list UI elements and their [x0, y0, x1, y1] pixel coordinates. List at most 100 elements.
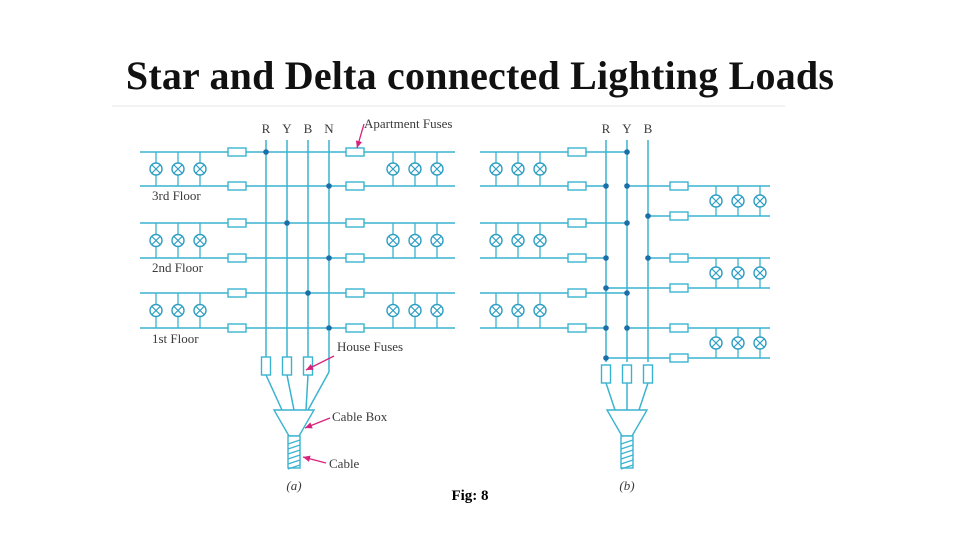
lamp-icon [149, 303, 163, 318]
lamp-cross [491, 236, 501, 245]
floor-1-right-fuse-phase [345, 288, 365, 298]
lamp-cross [388, 164, 398, 174]
floor-1-left-fuse-phase [227, 288, 247, 298]
lamp-cross [410, 236, 420, 245]
lamp-cross [195, 306, 205, 315]
feed-to-cable-y [286, 374, 295, 411]
lamp-cross [195, 236, 205, 245]
cable-box-label: Cable Box [332, 409, 388, 424]
lamp-cross [755, 338, 765, 348]
neutral-to-cable [307, 371, 330, 411]
lamp-icon [709, 266, 723, 280]
lamp-cross [410, 164, 420, 174]
lamp-icon [533, 162, 547, 176]
phase-label-y-b: Y [622, 121, 632, 136]
cable-hatch [620, 439, 634, 445]
delta-left-floor-2-bottom-junction [603, 255, 609, 261]
phase-label-b-a: B [304, 121, 313, 136]
lamp-cross [733, 338, 743, 348]
lamp-cross [491, 164, 501, 174]
lamp-cross [711, 268, 721, 278]
lamp-cross [173, 236, 183, 245]
lamp-icon [753, 266, 767, 280]
cable-hatch [287, 459, 301, 465]
lamp-cross [755, 268, 765, 278]
lamp-icon [171, 303, 185, 318]
floor-2-left-fuse-phase [227, 218, 247, 228]
lamp-icon [149, 233, 163, 248]
lamp-icon [489, 303, 503, 318]
delta-left-floor-1-bottom-junction [603, 325, 609, 331]
lamp-cross [151, 236, 161, 245]
delta-left-floor-1-top-junction [624, 290, 630, 296]
delta-right-group-2-lamps [709, 258, 767, 288]
delta-right-group-2-bottom-junction [603, 285, 609, 291]
lamp-cross [733, 268, 743, 278]
cable-hatch [287, 464, 301, 470]
delta-left-floor-3-lamps [489, 152, 547, 186]
lamp-cross [491, 306, 501, 315]
cable-hatch [287, 439, 301, 445]
floor-2-neutral-junction [326, 255, 332, 261]
lamp-icon [171, 233, 185, 248]
house-fuses-label: House Fuses [337, 339, 403, 354]
phase-label-y-a: Y [282, 121, 292, 136]
pointer-head [305, 422, 313, 429]
lamp-cross [173, 164, 183, 174]
floor-3-right-fuse-neutral [345, 181, 365, 191]
house-fuses-pointer [305, 355, 335, 371]
cable-pointer [302, 455, 327, 464]
lamp-cross [733, 196, 743, 206]
floor-1-left-lamps [149, 293, 207, 328]
floor-label-1st: 1st Floor [152, 331, 199, 346]
cable-hatch [620, 444, 634, 450]
delta-left-floor-3-fuse-top [567, 147, 587, 157]
floor-2-left-lamps [149, 223, 207, 258]
delta-left-floor-2-top-junction [624, 220, 630, 226]
floor-label-3rd: 3rd Floor [152, 188, 201, 203]
delta-left-floor-2-fuse-bottom [567, 253, 587, 263]
lamp-icon [193, 233, 207, 248]
cable-hatch [620, 464, 634, 470]
floor-3-phase-junction [263, 149, 269, 155]
delta-left-floor-3-top-junction [624, 149, 630, 155]
lamp-cross [535, 306, 545, 315]
lamp-icon [386, 303, 400, 318]
feed-to-cable-b-b [638, 382, 649, 411]
floor-1-right-fuse-neutral [345, 323, 365, 333]
lamp-icon [511, 233, 525, 248]
delta-right-group-1-fuse-top [669, 181, 689, 191]
feed-to-cable-r-b [605, 382, 616, 411]
lamp-icon [193, 162, 207, 176]
lamp-cross [388, 236, 398, 245]
lamp-cross [151, 306, 161, 315]
lamp-cross [151, 164, 161, 174]
pointer-head [355, 140, 363, 148]
lamp-cross [711, 338, 721, 348]
lamp-icon [430, 233, 444, 248]
cable-hatch [620, 449, 634, 455]
lamp-cross [535, 164, 545, 174]
lamp-icon [386, 233, 400, 248]
delta-left-floor-2-fuse-top [567, 218, 587, 228]
delta-right-group-3-fuse-top [669, 323, 689, 333]
lamp-cross [711, 196, 721, 206]
lamp-cross [432, 164, 442, 174]
pointer-head [306, 364, 314, 370]
floor-2-right-fuse-neutral [345, 253, 365, 263]
cable-box-a [272, 409, 316, 470]
floor-1-right-lamps [386, 293, 444, 328]
lamp-icon [171, 162, 185, 176]
cable-label: Cable [329, 456, 360, 471]
floor-2-phase-junction [284, 220, 290, 226]
floor-1-left-fuse-neutral [227, 323, 247, 333]
lamp-icon [709, 194, 723, 208]
delta-right-group-3-top-junction [624, 325, 630, 331]
feed-to-cable-r [265, 374, 283, 411]
lamp-icon [408, 303, 422, 318]
floor-3-right-lamps [386, 152, 444, 186]
lamp-icon [408, 162, 422, 176]
lamp-icon [408, 233, 422, 248]
lamp-icon [489, 162, 503, 176]
